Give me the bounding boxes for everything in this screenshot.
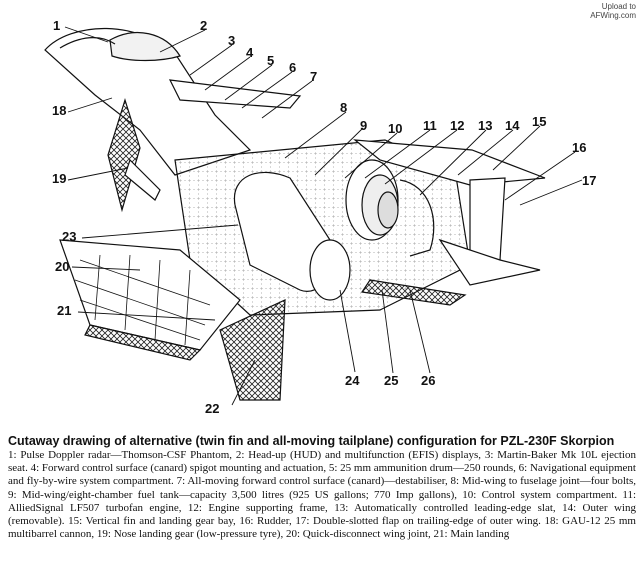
nose-gear-fairing [124, 158, 161, 201]
flap-lower [84, 324, 202, 361]
callout-12: 12 [450, 118, 464, 133]
callout-15: 15 [532, 114, 546, 129]
jet-nozzle [309, 239, 351, 301]
callout-26: 26 [421, 373, 435, 388]
callout-25: 25 [384, 373, 398, 388]
lower-fin [219, 299, 286, 401]
callout-11: 11 [423, 118, 437, 133]
callout-2: 2 [200, 18, 207, 33]
left-wing [59, 239, 241, 351]
callout-22: 22 [205, 401, 219, 416]
watermark: Upload to AFWing.com [590, 2, 636, 20]
callout-16: 16 [572, 140, 586, 155]
callout-3: 3 [228, 33, 235, 48]
tail-section [438, 238, 541, 286]
callout-13: 13 [478, 118, 492, 133]
callout-20: 20 [55, 259, 69, 274]
canard [168, 79, 302, 109]
callout-8: 8 [340, 100, 347, 115]
callout-23: 23 [62, 229, 76, 244]
figure-caption: Cutaway drawing of alternative (twin fin… [8, 434, 636, 541]
callout-7: 7 [310, 69, 317, 84]
callout-4: 4 [246, 45, 254, 60]
caption-body: 1: Pulse Doppler radar—Thomson-CSF Phant… [8, 449, 636, 541]
callout-19: 19 [52, 171, 66, 186]
left-canard [107, 97, 141, 213]
canopy [109, 32, 181, 62]
callout-5: 5 [267, 53, 274, 68]
callout-10: 10 [388, 121, 402, 136]
callout-1: 1 [53, 18, 60, 33]
callout-21: 21 [57, 303, 71, 318]
engine-body [399, 179, 435, 257]
callout-18: 18 [52, 103, 66, 118]
cutaway-drawing: 1 2 3 4 5 6 7 8 9 10 11 12 13 14 15 16 1… [44, 18, 596, 416]
callout-17: 17 [582, 173, 596, 188]
callout-6: 6 [289, 60, 296, 75]
callout-9: 9 [360, 118, 367, 133]
ventral-strake [360, 279, 467, 306]
main-wing [353, 139, 546, 186]
callout-14: 14 [505, 118, 520, 133]
callout-24: 24 [345, 373, 360, 388]
watermark-line-1: Upload to [601, 2, 636, 11]
watermark-line-2: AFWing.com [590, 11, 636, 20]
caption-title: Cutaway drawing of alternative (twin fin… [8, 434, 615, 448]
